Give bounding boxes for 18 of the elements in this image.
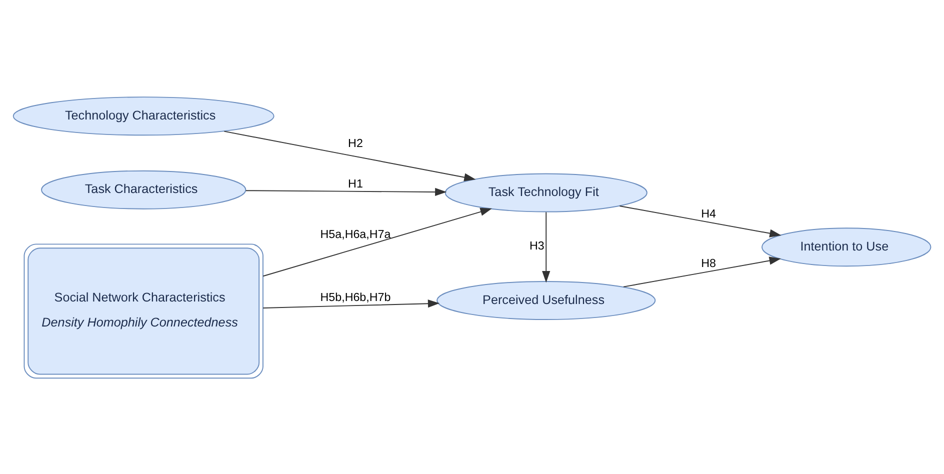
node-ellipse: Perceived Usefulness [436, 280, 656, 320]
edge-label: H1 [348, 177, 363, 190]
arrow [262, 299, 440, 308]
edge-label: H2 [348, 136, 363, 150]
arrow [623, 256, 781, 287]
edge-label: H4 [701, 207, 716, 220]
edge-label: H5b,H6b,H7b [320, 290, 391, 304]
arrow [619, 205, 782, 237]
arrow [224, 130, 476, 181]
arrow [262, 207, 492, 276]
node-ellipse: Technology Characteristics [12, 96, 274, 136]
node-box: Social Network Characteristics Density Homophily Connectedness [24, 243, 264, 378]
arrow [542, 211, 550, 282]
edge-label: H3 [529, 239, 544, 252]
edge-label: H8 [701, 256, 716, 270]
node-ellipse: Task Characteristics [41, 170, 246, 209]
edge-label: H5a,H6a,H7a [320, 227, 391, 240]
arrow [245, 187, 447, 196]
